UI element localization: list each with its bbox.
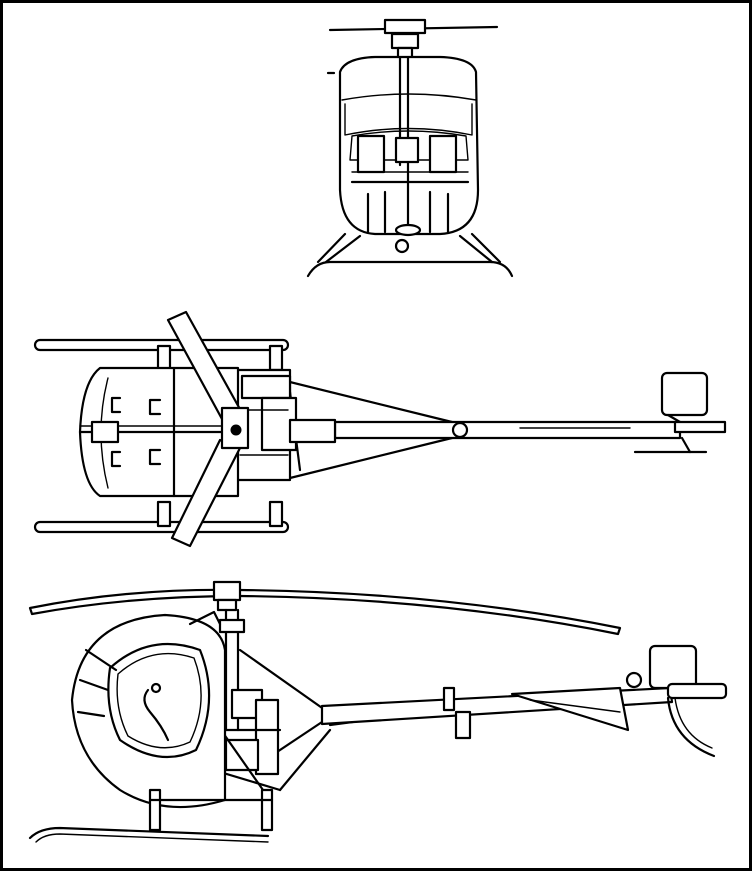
top-tail-boom — [288, 371, 727, 480]
front-main-rotor — [326, 18, 499, 75]
top-view — [33, 310, 727, 548]
side-cabin-bubble — [70, 610, 227, 809]
top-landing-skids — [33, 338, 290, 534]
top-cabin-bubble — [78, 366, 240, 498]
side-tail-boom — [238, 644, 728, 792]
front-view — [306, 18, 514, 278]
side-landing-skids — [28, 788, 274, 843]
front-cabin-bubble — [338, 55, 480, 254]
side-view — [28, 580, 728, 843]
helicopter-three-view-svg — [28, 18, 728, 843]
front-landing-skids — [306, 232, 514, 278]
side-main-rotor — [28, 580, 622, 636]
top-main-rotor — [166, 310, 250, 548]
